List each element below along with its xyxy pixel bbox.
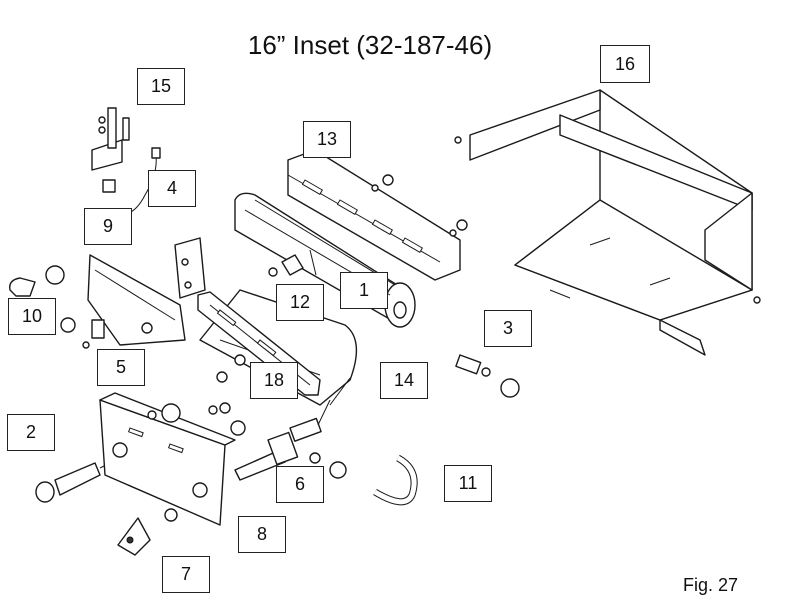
callout-1: 1 [340,272,388,309]
part-16-liner [454,89,761,356]
part-8-valve-bracket [99,392,236,526]
part-3-inlet-fitting [455,354,520,398]
callout-label: 8 [256,524,267,544]
callout-label: 1 [358,280,369,300]
callout-3: 3 [484,310,532,347]
callout-14: 14 [380,362,428,399]
callout-label: 11 [458,473,478,493]
part-11-pilot-tube [373,454,418,506]
callout-5: 5 [97,349,145,386]
callout-label: 3 [502,318,513,338]
callout-15: 15 [137,68,185,105]
part-2-igniter [35,462,109,503]
callout-label: 6 [294,474,305,494]
callout-18: 18 [250,362,298,399]
callout-4: 4 [148,170,196,207]
callout-13: 13 [303,121,351,158]
callout-label: 13 [316,129,338,149]
callout-label: 16 [614,53,636,74]
part-10-fittings [9,265,76,333]
callout-label: 5 [115,357,126,377]
callout-label: 4 [166,178,177,198]
part-15-pilot-bracket [91,107,130,171]
callout-11: 11 [444,465,492,502]
callout-7: 7 [162,556,210,593]
callout-label: 15 [150,76,172,96]
callout-label: 14 [393,370,415,390]
page-title: 16” Inset (32-187-46) [247,30,493,60]
callout-label: 7 [180,564,191,584]
part-12-pilot [268,249,317,277]
callout-label: 18 [263,370,285,390]
callout-label: 12 [289,292,311,312]
figure-label: Fig. 27 [683,575,739,595]
callout-16: 16 [600,45,650,83]
callout-6: 6 [276,466,324,503]
callout-label: 9 [102,216,113,236]
callout-8: 8 [238,516,286,553]
leader-line [329,377,351,406]
callout-2: 2 [7,414,55,451]
callout-label: 2 [25,422,36,442]
part-7-knob [117,508,178,556]
part-6-gas-valve [208,399,347,481]
part-5-control-bracket [82,237,206,349]
callout-12: 12 [276,284,324,321]
part-9-switch [102,179,116,193]
callout-10: 10 [8,298,56,335]
part-13-bracket [287,149,468,281]
callout-label: 10 [21,306,43,326]
callout-9: 9 [84,208,132,245]
